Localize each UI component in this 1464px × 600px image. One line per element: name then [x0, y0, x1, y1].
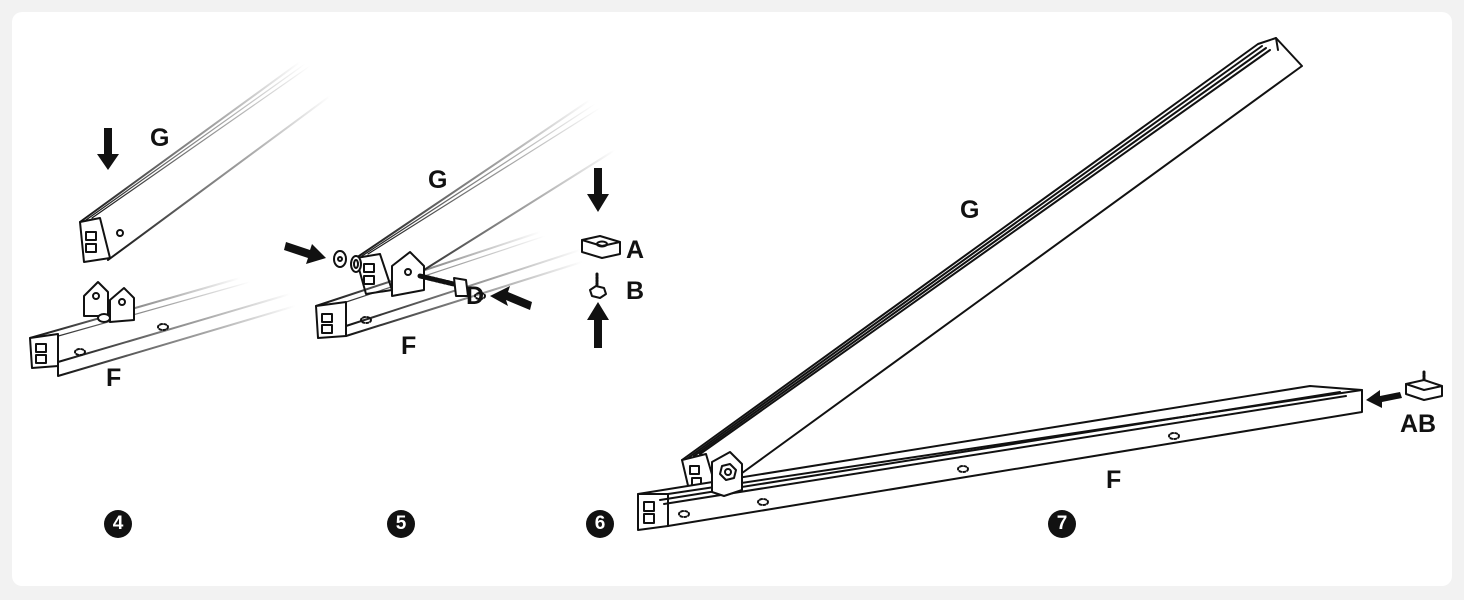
label-a-6: A [626, 236, 645, 264]
down-arrow-icon [97, 128, 119, 170]
part-a-icon [581, 235, 621, 259]
label-f-4: F [106, 364, 122, 392]
label-g-4: G [150, 124, 170, 152]
down-arrow-icon-6 [587, 168, 609, 212]
nut-icon [333, 250, 347, 268]
panel-5-drawing [284, 99, 616, 339]
label-f-5: F [401, 332, 417, 360]
right-arrow-icon [284, 242, 326, 264]
rail-g-4 [79, 61, 331, 263]
label-g-7: G [960, 196, 980, 224]
label-ab-7: AB [1400, 410, 1437, 438]
part-ab-icon [1405, 370, 1443, 401]
rail-g-7 [681, 37, 1303, 495]
label-g-5: G [428, 166, 448, 194]
rail-f-4 [29, 277, 296, 377]
part-b-icon [589, 272, 607, 299]
step-number-7: 7 [1048, 510, 1076, 538]
rail-f-7 [637, 385, 1363, 531]
left-arrow-icon-7 [1366, 390, 1402, 408]
hex-bolt-icon [719, 463, 737, 481]
label-f-7: F [1106, 466, 1122, 494]
washer-icon [350, 255, 362, 273]
label-d-5: D [466, 282, 485, 310]
panel-6-drawing [581, 168, 621, 348]
label-b-6: B [626, 277, 645, 305]
step-number-5: 5 [387, 510, 415, 538]
step-number-4: 4 [104, 510, 132, 538]
up-arrow-icon-6 [587, 302, 609, 348]
left-arrow-icon [490, 286, 532, 310]
panel-7-drawing [637, 37, 1443, 531]
step-number-6: 6 [586, 510, 614, 538]
panel-4-drawing [29, 61, 331, 377]
